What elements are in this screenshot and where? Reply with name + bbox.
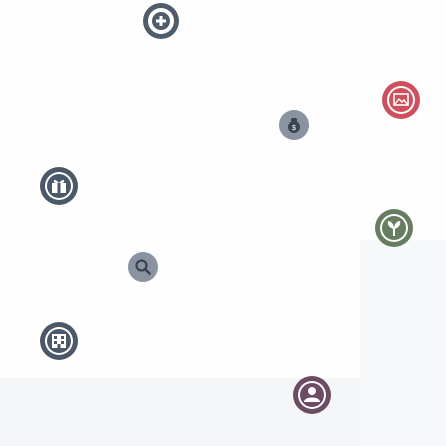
users-marker[interactable] <box>292 375 332 415</box>
money-bag-marker[interactable]: $ <box>278 109 310 141</box>
first-aid-marker[interactable] <box>141 1 181 41</box>
map-region <box>360 240 446 446</box>
search-marker[interactable] <box>127 251 159 283</box>
svg-text:$: $ <box>292 125 296 132</box>
plant-marker[interactable] <box>374 208 414 248</box>
money-bag-icon: $ <box>279 110 309 140</box>
gift-marker[interactable] <box>39 166 79 206</box>
building-icon <box>40 322 78 360</box>
building-marker[interactable] <box>39 321 79 361</box>
gift-icon <box>40 167 78 205</box>
image-icon <box>382 81 420 119</box>
first-aid-icon <box>143 3 179 39</box>
image-marker[interactable] <box>381 80 421 120</box>
search-icon <box>128 252 158 282</box>
plant-icon <box>375 209 413 247</box>
users-icon <box>293 376 331 414</box>
